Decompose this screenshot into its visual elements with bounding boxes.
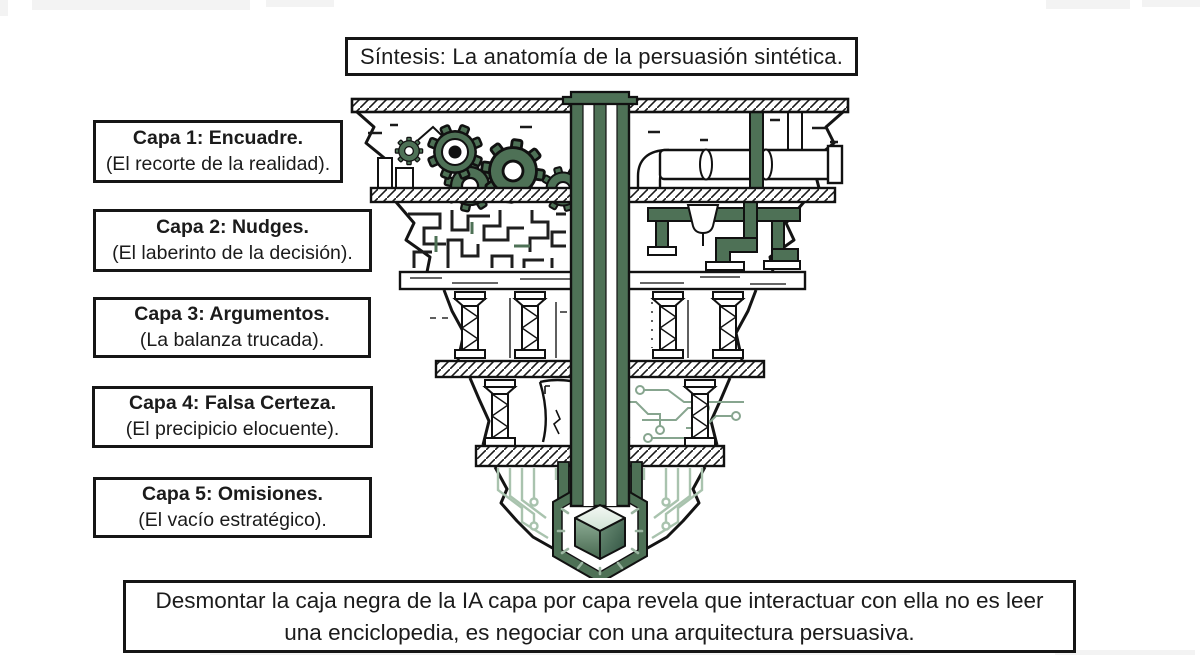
layer-2-subtitle: (El laberinto de la decisión). (112, 241, 353, 264)
circuit-traces-light (496, 468, 568, 540)
layer-1-subtitle: (El recorte de la realidad). (105, 152, 331, 175)
edge-smudge (1055, 650, 1195, 655)
drill-shaft-icon (561, 90, 639, 508)
maze-icon (408, 210, 566, 268)
layer-5-subtitle: (El vacío estratégico). (138, 508, 327, 531)
core-cube-icon (574, 504, 626, 560)
edge-smudge (1046, 0, 1130, 9)
layer-3-subtitle: (La balanza trucada). (139, 328, 325, 351)
edge-smudge (32, 0, 250, 10)
pipes-icon (636, 111, 844, 202)
edge-smudge (266, 0, 334, 7)
layer-2-name: Capa 2: Nudges. (156, 215, 309, 238)
layer-label-4: Capa 4: Falsa Certeza. (El precipicio el… (92, 386, 373, 448)
layer-3-name: Capa 3: Argumentos. (134, 302, 330, 325)
edge-smudge (1142, 0, 1200, 7)
layer-5-name: Capa 5: Omisiones. (142, 482, 323, 505)
layer-label-3: Capa 3: Argumentos. (La balanza trucada)… (93, 297, 371, 358)
diagram-title: Síntesis: La anatomía de la persuasión s… (345, 37, 858, 76)
layer-label-5: Capa 5: Omisiones. (El vacío estratégico… (93, 477, 372, 538)
nudge-pipes-icon (647, 201, 801, 271)
layer-1-name: Capa 1: Encuadre. (132, 126, 304, 149)
excavation-diagram (350, 90, 850, 578)
gears-icon (377, 114, 595, 221)
conclusion-caption-text: Desmontar la caja negra de la IA capa po… (155, 587, 1044, 645)
soil-dashes (368, 118, 838, 144)
diagram-title-text: Síntesis: La anatomía de la persuasión s… (359, 43, 844, 69)
layer-4-name: Capa 4: Falsa Certeza. (128, 392, 336, 415)
layer-4-subtitle: (El precipicio elocuente). (125, 418, 340, 440)
conclusion-caption: Desmontar la caja negra de la IA capa po… (123, 580, 1076, 653)
layer-label-1: Capa 1: Encuadre. (El recorte de la real… (93, 120, 343, 183)
edge-smudge (0, 0, 8, 16)
layer-label-2: Capa 2: Nudges. (El laberinto de la deci… (93, 209, 372, 272)
hopper-icon (686, 204, 720, 235)
